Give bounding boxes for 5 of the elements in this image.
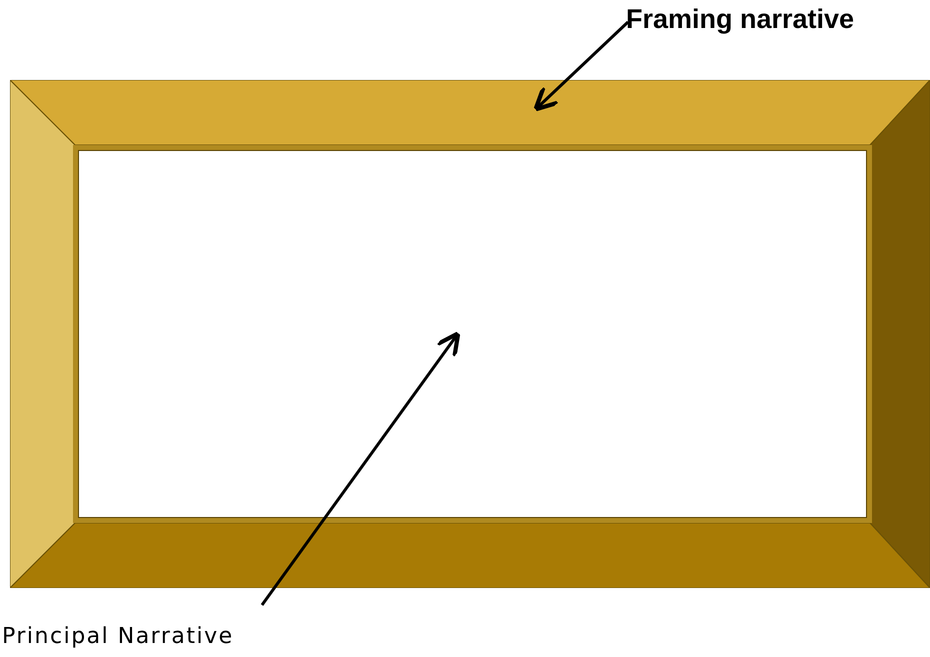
callout-label: Framing narrative bbox=[626, 4, 854, 35]
leader-arrow bbox=[260, 331, 460, 606]
callout-label: Principal Narrative bbox=[2, 624, 234, 649]
frame-opening-panel bbox=[73, 145, 872, 523]
leader-arrow bbox=[533, 20, 630, 112]
